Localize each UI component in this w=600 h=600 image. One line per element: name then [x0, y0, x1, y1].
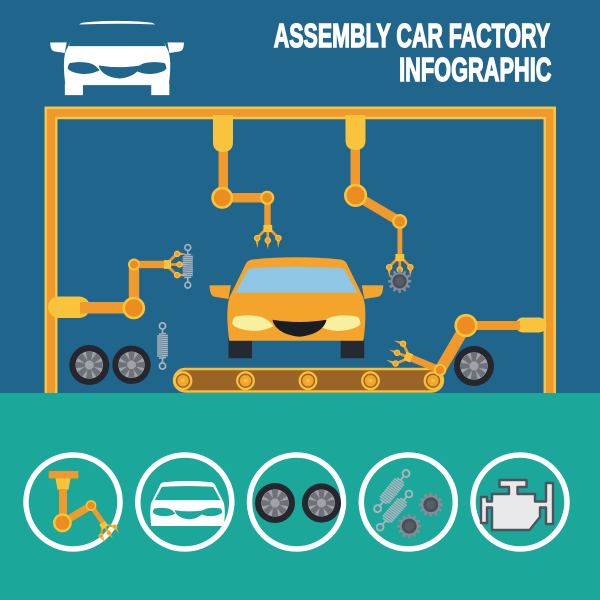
svg-text:ASSEMBLY CAR FACTORY: ASSEMBLY CAR FACTORY [274, 17, 550, 54]
svg-text:INFOGRAPHIC: INFOGRAPHIC [399, 50, 551, 88]
